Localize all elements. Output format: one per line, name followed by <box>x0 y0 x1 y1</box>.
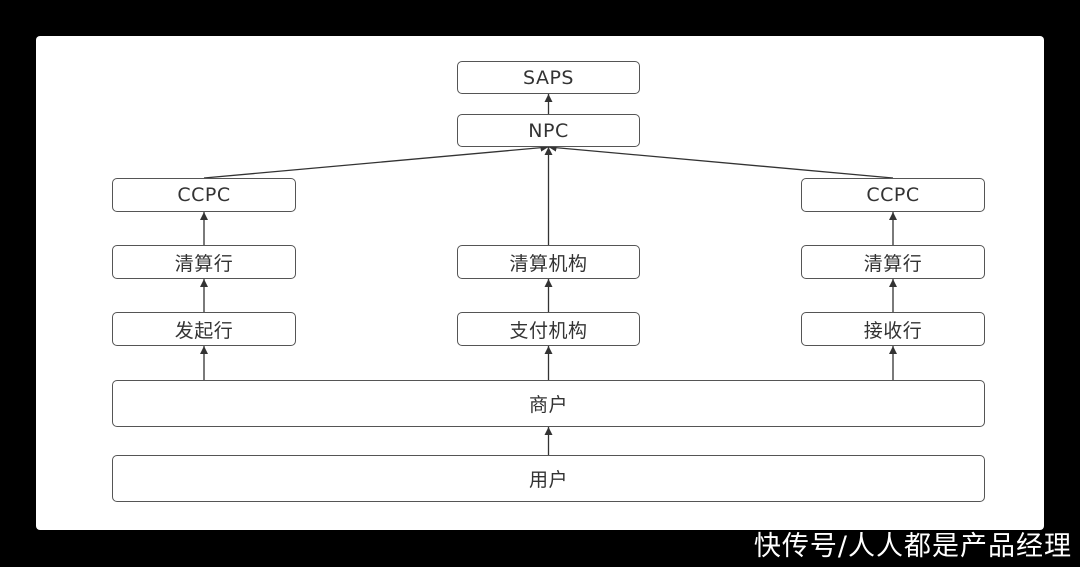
node-clearing-bank-left: 清算行 <box>112 245 296 279</box>
node-label: CCPC <box>866 184 920 206</box>
node-clearing-bank-right: 清算行 <box>801 245 985 279</box>
node-label: SAPS <box>523 66 574 89</box>
node-receiving-bank: 接收行 <box>801 312 985 346</box>
node-payment-institution: 支付机构 <box>457 312 640 346</box>
node-saps: SAPS <box>457 61 640 94</box>
node-originating-bank: 发起行 <box>112 312 296 346</box>
node-label: 商户 <box>528 394 568 416</box>
node-ccpc-right: CCPC <box>801 178 985 212</box>
node-label: NPC <box>528 119 569 142</box>
node-clearing-institution: 清算机构 <box>457 245 640 279</box>
node-ccpc-left: CCPC <box>112 178 296 212</box>
node-label: 接收行 <box>863 319 923 342</box>
node-label: 支付机构 <box>509 319 588 342</box>
node-label: 用户 <box>528 469 568 491</box>
node-label: 清算行 <box>863 252 923 275</box>
node-label: 发起行 <box>174 319 234 342</box>
node-label: 清算机构 <box>509 252 588 275</box>
node-npc: NPC <box>457 114 640 147</box>
node-label: 清算行 <box>174 252 234 275</box>
node-merchant: 商户 <box>112 380 985 427</box>
node-label: CCPC <box>177 184 231 206</box>
watermark: 快传号/人人都是产品经理 <box>753 531 1072 562</box>
node-user: 用户 <box>112 455 985 502</box>
